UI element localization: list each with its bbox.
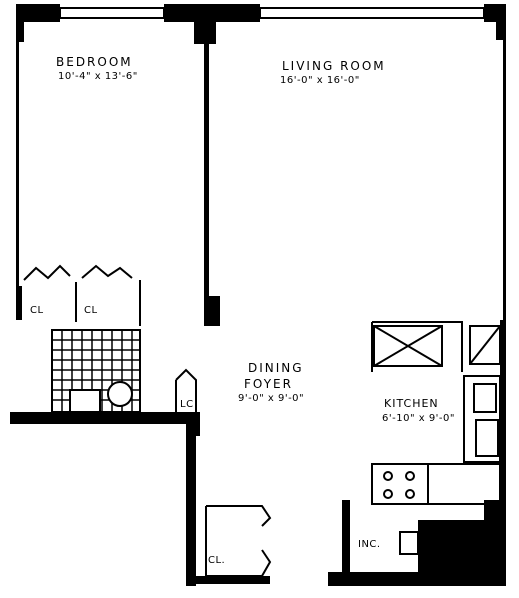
dining-foyer-name-line2: FOYER: [244, 377, 293, 391]
entry-wall-left: [186, 424, 196, 586]
cabinet-diag-2: [373, 325, 443, 367]
foyer-closet-door-2: [206, 549, 272, 577]
linen-closet-door: [175, 368, 197, 412]
burner-3: [383, 489, 393, 499]
kitchen-wall-top: [372, 321, 463, 372]
foyer-closet-label: CL.: [208, 555, 226, 566]
pilaster-center: [194, 4, 216, 44]
right-wall: [503, 20, 506, 320]
kitchen-dims: 6'-10" x 9'-0": [382, 413, 456, 424]
pilaster-right: [496, 4, 506, 40]
bath-tub: [69, 389, 101, 413]
range: [371, 463, 429, 505]
kitchen-name: KITCHEN: [384, 397, 439, 410]
bathroom-tile-grid: [52, 330, 140, 412]
shaft-left: [342, 500, 350, 576]
partition-pier: [204, 296, 220, 326]
bedroom-name: BEDROOM: [56, 55, 133, 69]
corridor-wall: [10, 412, 200, 424]
window-bedroom: [59, 7, 165, 19]
counter-bottom: [427, 463, 501, 505]
toilet: [107, 381, 133, 407]
left-wall: [16, 20, 19, 292]
bifold-door-2: [81, 264, 133, 279]
small-cabinet-diag: [469, 325, 501, 365]
bedroom-bottom-wall: [16, 286, 22, 320]
kitchen-cabinet-x: [373, 325, 443, 367]
foyer-closet-door-1: [206, 505, 272, 527]
burner-1: [383, 471, 393, 481]
incinerator-chute: [399, 531, 419, 555]
kitchen-right-wall: [500, 320, 506, 580]
bedroom-closet-1-label: CL: [30, 305, 44, 316]
bedroom-closet-2-label: CL: [84, 305, 98, 316]
living-room-name: LIVING ROOM: [282, 59, 386, 73]
window-living: [259, 7, 485, 19]
kitchen-cabinet-small: [469, 325, 501, 365]
incinerator-label: INC.: [358, 539, 381, 550]
bed-living-partition: [204, 36, 209, 298]
burner-2: [405, 471, 415, 481]
shaft-block: [418, 520, 484, 572]
pilaster-left: [16, 4, 24, 42]
top-wall-left: [16, 4, 60, 22]
entry-wall-bottom-right: [328, 572, 506, 586]
living-room-dims: 16'-0" x 16'-0": [280, 75, 360, 86]
linen-closet-label: LC: [180, 399, 194, 410]
refrigerator: [463, 375, 501, 463]
bedroom-dims: 10'-4" x 13'-6": [58, 71, 138, 82]
dishwasher: [475, 419, 499, 457]
entry-wall-bottom-left: [186, 576, 270, 584]
bifold-door-1: [23, 264, 71, 281]
sink: [473, 383, 497, 413]
burner-4: [405, 489, 415, 499]
dining-foyer-name-line1: DINING: [248, 361, 304, 375]
dining-foyer-dims: 9'-0" x 9'-0": [238, 393, 305, 404]
